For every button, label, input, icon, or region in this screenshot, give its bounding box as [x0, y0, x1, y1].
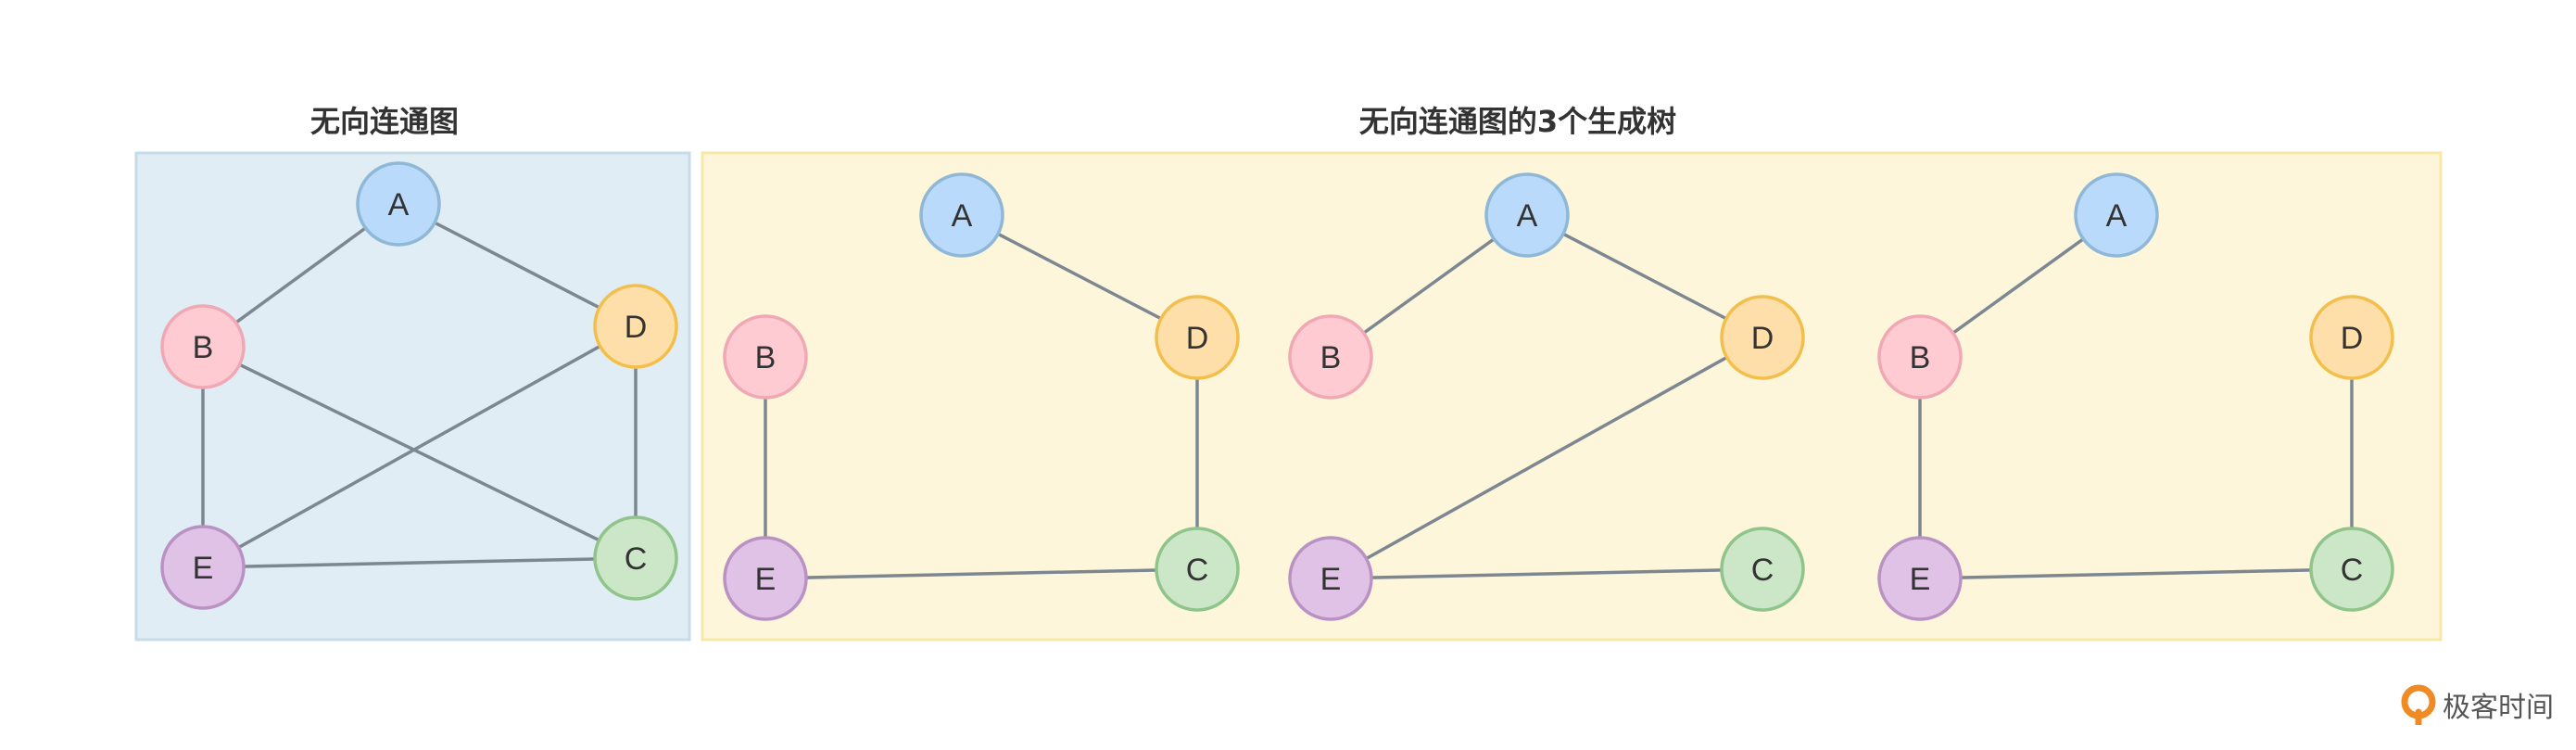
node-label: B — [755, 340, 777, 375]
node-label: A — [2106, 198, 2128, 234]
node-circle — [1155, 527, 1240, 612]
node-a: A — [2074, 172, 2159, 258]
node-label: B — [1910, 340, 1931, 375]
node-circle — [1877, 314, 1963, 400]
node-c: C — [593, 515, 678, 601]
node-circle — [2074, 172, 2159, 258]
node-c: C — [2309, 527, 2394, 612]
geektime-logo: 极客时间 — [2400, 682, 2554, 727]
node-d: D — [1720, 295, 1805, 380]
node-circle — [723, 314, 808, 400]
node-e: E — [160, 525, 246, 610]
geektime-logo-icon — [2401, 684, 2436, 725]
node-label: D — [2341, 321, 2364, 356]
node-label: D — [625, 310, 648, 345]
edge-a-d — [961, 213, 1198, 339]
node-circle — [2309, 295, 2394, 380]
edge-d-e — [202, 324, 637, 569]
node-label: D — [1186, 321, 1209, 356]
node-label: A — [388, 187, 410, 222]
node-circle — [1288, 536, 1373, 621]
logo-text: 极客时间 — [2443, 692, 2554, 724]
node-a: A — [356, 161, 441, 247]
node-label: C — [2341, 553, 2364, 588]
node-circle — [919, 172, 1004, 258]
node-label: B — [1320, 340, 1342, 375]
spanning-tree-1: A B C D E — [723, 172, 1240, 621]
node-b: B — [723, 314, 808, 400]
edge-d-e — [1330, 336, 1763, 580]
edge-a-d — [1526, 213, 1763, 339]
node-b: B — [160, 304, 246, 389]
left-panel-title: 无向连通图 — [309, 104, 460, 139]
node-circle — [160, 525, 246, 610]
edge-e-c — [764, 567, 1198, 580]
node-circle — [2309, 527, 2394, 612]
node-e: E — [1877, 536, 1963, 621]
node-circle — [1720, 295, 1805, 380]
node-label: E — [193, 551, 214, 586]
edge-e-c — [1330, 567, 1763, 580]
node-label: C — [625, 541, 648, 577]
spanning-tree-2: A B C D E — [1288, 172, 1805, 621]
node-e: E — [1288, 536, 1373, 621]
node-circle — [160, 304, 246, 389]
node-circle — [1155, 295, 1240, 380]
node-circle — [723, 536, 808, 621]
edge-b-c — [202, 345, 637, 560]
node-d: D — [2309, 295, 2394, 380]
edge-e-c — [202, 556, 637, 569]
node-b: B — [1877, 314, 1963, 400]
node-circle — [593, 515, 678, 601]
edge-e-c — [1919, 567, 2353, 580]
node-d: D — [1155, 295, 1240, 380]
node-circle — [1877, 536, 1963, 621]
node-label: E — [1910, 562, 1931, 597]
node-label: E — [1320, 562, 1342, 597]
node-circle — [1484, 172, 1570, 258]
node-label: D — [1751, 321, 1774, 356]
edge-a-d — [398, 202, 637, 328]
node-c: C — [1720, 527, 1805, 612]
node-label: B — [193, 330, 214, 365]
node-circle — [356, 161, 441, 247]
node-a: A — [1484, 172, 1570, 258]
node-c: C — [1155, 527, 1240, 612]
right-panel-title: 无向连通图的3个生成树 — [1358, 104, 1677, 139]
spanning-tree-3: A B C D E — [1877, 172, 2394, 621]
connected-graph: A B C D E — [160, 161, 678, 610]
node-label: C — [1186, 553, 1209, 588]
node-label: E — [755, 562, 777, 597]
node-b: B — [1288, 314, 1373, 400]
node-label: C — [1751, 553, 1774, 588]
node-circle — [1288, 314, 1373, 400]
node-circle — [1720, 527, 1805, 612]
node-circle — [593, 284, 678, 369]
node-label: A — [1517, 198, 1538, 234]
node-label: A — [952, 198, 973, 234]
node-e: E — [723, 536, 808, 621]
node-a: A — [919, 172, 1004, 258]
node-d: D — [593, 284, 678, 369]
